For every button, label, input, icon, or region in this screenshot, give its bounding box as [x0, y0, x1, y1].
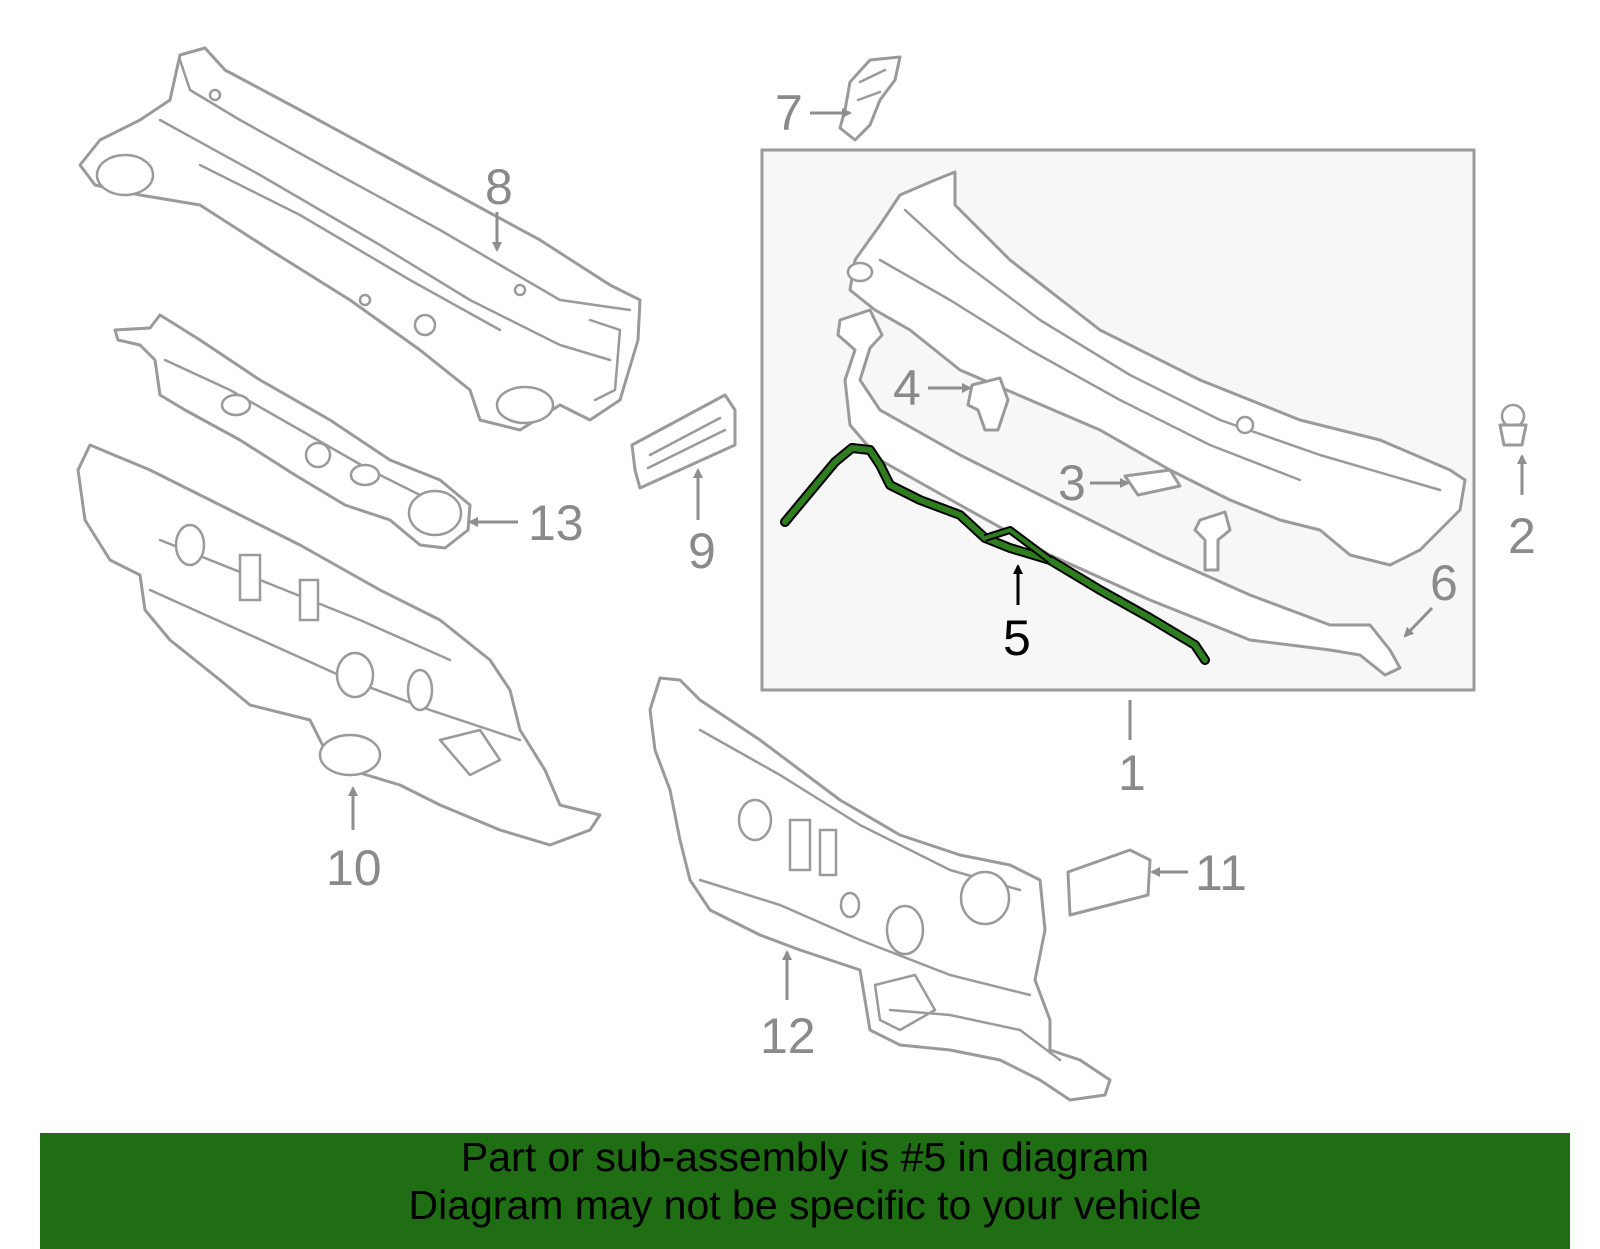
info-banner: Part or sub-assembly is #5 in diagram Di…: [40, 1133, 1570, 1249]
callout-3: 3: [1058, 455, 1086, 511]
part-10-dash-insulator[interactable]: [76, 443, 602, 847]
part-7-seal[interactable]: [838, 55, 902, 142]
callout-10: 10: [326, 840, 382, 896]
callout-7: 7: [775, 85, 803, 141]
callout-6: 6: [1430, 555, 1458, 611]
part-2-clip[interactable]: [1498, 403, 1528, 447]
part-11-pad[interactable]: [1066, 848, 1152, 917]
callout-11: 11: [1195, 845, 1247, 901]
part-8-cowl-panel[interactable]: [78, 46, 642, 432]
part-9-bracket[interactable]: [630, 393, 737, 490]
part-5-weatherstrip[interactable]: [780, 443, 1210, 665]
banner-line-1: Part or sub-assembly is #5 in diagram: [460, 1134, 1150, 1180]
callout-9: 9: [688, 523, 716, 579]
part-12-dash-panel[interactable]: [648, 676, 1112, 1102]
banner-line-2: Diagram may not be specific to your vehi…: [408, 1182, 1202, 1228]
callout-13: 13: [528, 495, 584, 551]
callout-1: 1: [1118, 745, 1146, 801]
callout-5: 5: [1003, 610, 1031, 666]
callout-8: 8: [485, 159, 513, 215]
part-1-cowl-grille[interactable]: [836, 170, 1467, 677]
part-13-reinforcement[interactable]: [113, 313, 472, 550]
callout-12: 12: [760, 1008, 816, 1064]
callout-2: 2: [1508, 508, 1536, 564]
callout-4: 4: [893, 360, 921, 416]
